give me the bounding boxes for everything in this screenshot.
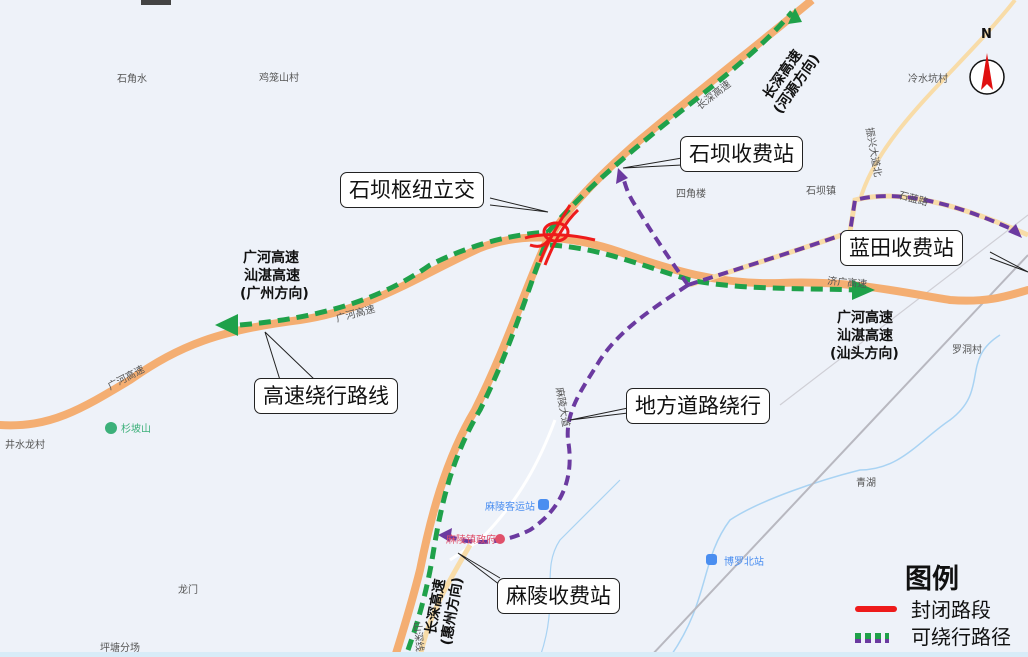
direction-line: (广州方向) — [240, 285, 309, 302]
arrow-west-icon — [215, 314, 238, 336]
place-label: 青湖 — [856, 476, 876, 489]
guanghe-expressway — [0, 233, 1028, 430]
place-label: 井水龙村 — [5, 438, 45, 451]
legend-title: 图例 — [905, 564, 959, 595]
place-label: 四角楼 — [676, 187, 706, 200]
direction-guangzhou: 广河高速 汕湛高速 (广州方向) — [240, 249, 309, 302]
direction-heyuan: 长深高速 (河源方向) — [759, 47, 823, 117]
road-label: 石蓝路 — [897, 188, 929, 208]
direction-huizhou: 长深高速 (惠州方向) — [422, 576, 466, 647]
changshen-expressway — [391, 0, 815, 657]
direction-line: 汕湛高速 — [244, 267, 300, 284]
callout-maling-toll: 麻陵收费站 — [497, 578, 620, 614]
closed-line-swatch — [855, 605, 897, 612]
detour-line-swatch — [855, 632, 889, 643]
railway — [649, 254, 1028, 657]
direction-line: 广河高速 — [837, 309, 893, 326]
direction-line: (汕头方向) — [830, 345, 899, 362]
river — [539, 479, 621, 657]
compass-label: N — [981, 27, 992, 42]
arrow-north-icon — [788, 8, 802, 24]
place-label: 龙门 — [178, 583, 198, 596]
direction-line: 广河高速 — [243, 249, 299, 266]
arrow-east-icon — [852, 280, 875, 300]
callout-leaders — [264, 157, 1028, 586]
local-detour-route — [444, 174, 1019, 544]
road-label: 济广高速 — [827, 274, 868, 290]
direction-line: 汕湛高速 — [837, 327, 893, 344]
station-icon — [706, 554, 717, 565]
direction-shantou: 广河高速 汕湛高速 (汕头方向) — [830, 309, 899, 362]
top-bar-fragment — [141, 0, 171, 5]
zhenxing-road — [858, 0, 1017, 201]
legend-label: 封闭路段 — [911, 598, 991, 622]
callout-local-detour: 地方道路绕行 — [626, 388, 770, 424]
government-icon — [495, 534, 505, 544]
place-label: 石坝镇 — [806, 184, 836, 197]
legend-item-closed: 封闭路段 — [855, 594, 991, 623]
callout-shiba-toll: 石坝收费站 — [680, 136, 803, 172]
maling-road-white — [449, 419, 557, 562]
compass-icon: N — [969, 27, 1005, 95]
arrow-lantian-icon — [1008, 224, 1022, 238]
callout-lantian-toll: 蓝田收费站 — [840, 230, 963, 266]
place-label: 坪塘分场 — [100, 641, 140, 654]
road-label: 麻陵大道 — [553, 386, 573, 428]
railway — [779, 214, 1028, 406]
legend-item-detour: 可绕行路径 — [855, 621, 1011, 650]
place-label: 冷水坑村 — [908, 72, 948, 85]
closed-interchange — [524, 204, 596, 266]
place-label: 麻陵镇政府 — [446, 533, 496, 546]
place-label: 博罗北站 — [724, 555, 764, 568]
mountain-icon — [105, 422, 117, 434]
road-label: 山深线 — [411, 621, 427, 652]
place-label: 罗洞村 — [952, 343, 982, 356]
place-label: 杉坡山 — [121, 422, 151, 435]
place-label: 鸡笼山村 — [259, 71, 299, 84]
callout-shiba-interchange: 石坝枢纽立交 — [340, 172, 484, 208]
place-label: 麻陵客运站 — [485, 500, 535, 513]
highway-detour-route — [239, 10, 859, 651]
arrow-maling-icon — [438, 528, 452, 542]
callout-highway-detour: 高速绕行路线 — [254, 378, 398, 414]
legend-label: 可绕行路径 — [911, 625, 1011, 649]
bottom-strip — [0, 652, 1028, 657]
bus-station-icon — [538, 499, 549, 510]
place-label: 石角水 — [117, 73, 147, 85]
arrow-shiba-icon — [616, 168, 628, 184]
